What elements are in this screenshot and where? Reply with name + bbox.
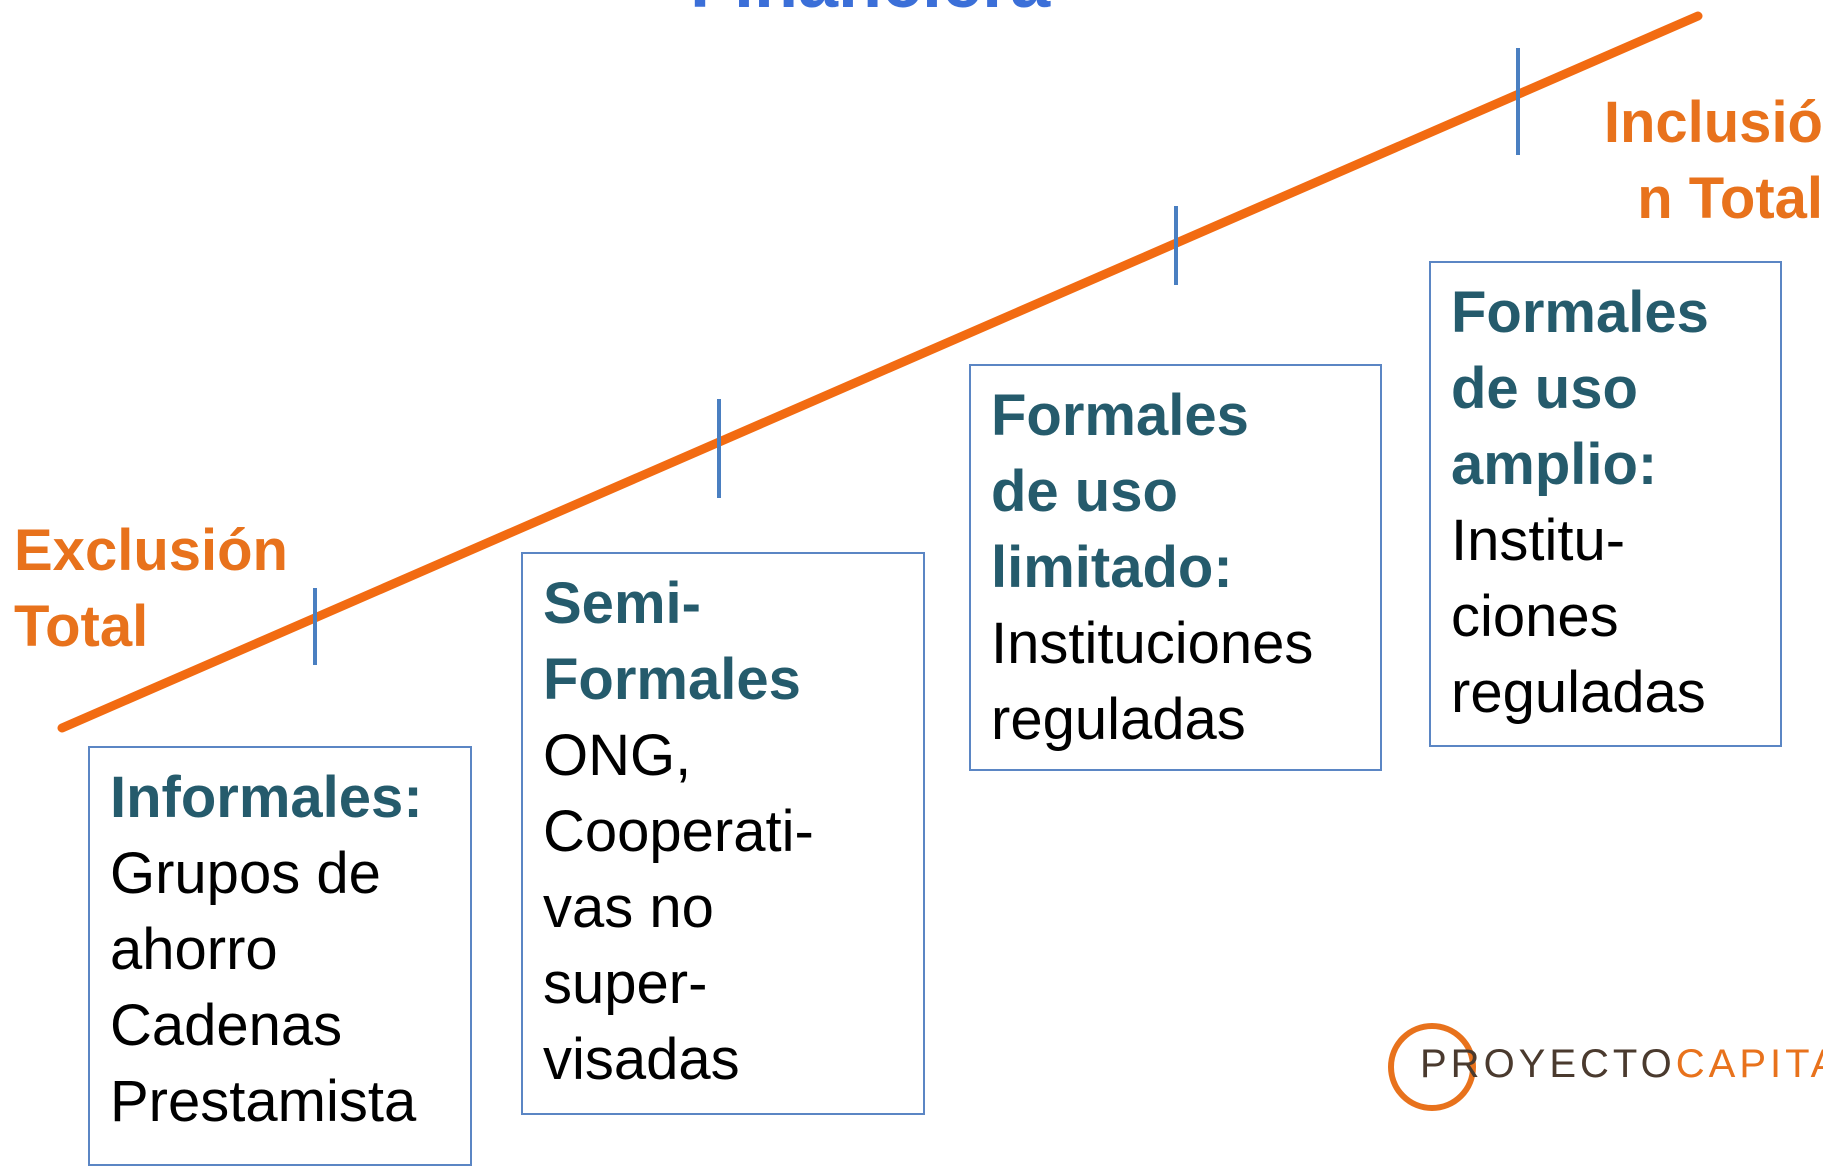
heading-line: limitado: (991, 535, 1233, 600)
box-body: Instituciones reguladas (991, 606, 1380, 758)
heading-line: de uso (1451, 356, 1638, 421)
body-line: Cadenas (110, 993, 343, 1058)
logo-part-2: CAPITAL (1675, 1042, 1823, 1086)
body-line: Grupos de (110, 841, 381, 906)
box-body: ONG, Cooperati- vas no super- visadas (543, 718, 923, 1098)
category-box-formales-limitado: Formales de uso limitado: Instituciones … (969, 364, 1382, 771)
category-box-informales: Informales: Grupos de ahorro Cadenas Pre… (88, 746, 472, 1166)
body-line: reguladas (1451, 660, 1706, 725)
body-line: ONG, (543, 723, 692, 788)
body-line: vas no (543, 875, 714, 940)
logo-wordmark: PROYECTOCAPITAL (1420, 1042, 1823, 1087)
heading-line: de uso (991, 459, 1178, 524)
slide-title: Financiera (690, 0, 1050, 24)
box-body: Institu- ciones reguladas (1451, 503, 1780, 731)
box-heading: Formales de uso limitado: (991, 378, 1380, 606)
category-box-semiformales: Semi- Formales ONG, Cooperati- vas no su… (521, 552, 925, 1115)
inclusion-label-line-2: n Total (1637, 166, 1823, 231)
body-line: ciones (1451, 584, 1619, 649)
box-heading: Semi- Formales (543, 566, 923, 718)
proyecto-capital-logo: PROYECTOCAPITAL (1388, 1018, 1823, 1128)
heading-line: Formales (991, 383, 1249, 448)
logo-part-1: PROYECTO (1420, 1042, 1676, 1086)
box-heading: Formales de uso amplio: (1451, 275, 1780, 503)
heading-line: Formales (543, 647, 801, 712)
circle-logo-icon (1388, 1023, 1476, 1111)
inclusion-total-label: Inclusió n Total (1570, 85, 1823, 237)
inclusion-axis-line (57, 11, 1703, 733)
body-line: Institu- (1451, 508, 1626, 573)
body-line: Instituciones (991, 611, 1314, 676)
body-line: ahorro (110, 917, 278, 982)
heading-line: Semi- (543, 571, 701, 636)
exclusion-total-label: Exclusión Total (14, 513, 288, 665)
heading-line: Informales: (110, 765, 423, 830)
body-line: reguladas (991, 687, 1246, 752)
heading-line: amplio: (1451, 432, 1658, 497)
category-box-formales-amplio: Formales de uso amplio: Institu- ciones … (1429, 261, 1782, 747)
heading-line: Formales (1451, 280, 1709, 345)
box-body: Grupos de ahorro Cadenas Prestamista (110, 836, 470, 1140)
body-line: Prestamista (110, 1069, 417, 1134)
body-line: super- (543, 951, 708, 1016)
body-line: Cooperati- (543, 799, 814, 864)
box-heading: Informales: (110, 760, 470, 836)
body-line: visadas (543, 1027, 740, 1092)
exclusion-label-line-2: Total (14, 594, 149, 659)
inclusion-label-line-1: Inclusió (1603, 90, 1823, 155)
exclusion-label-line-1: Exclusión (14, 518, 288, 583)
